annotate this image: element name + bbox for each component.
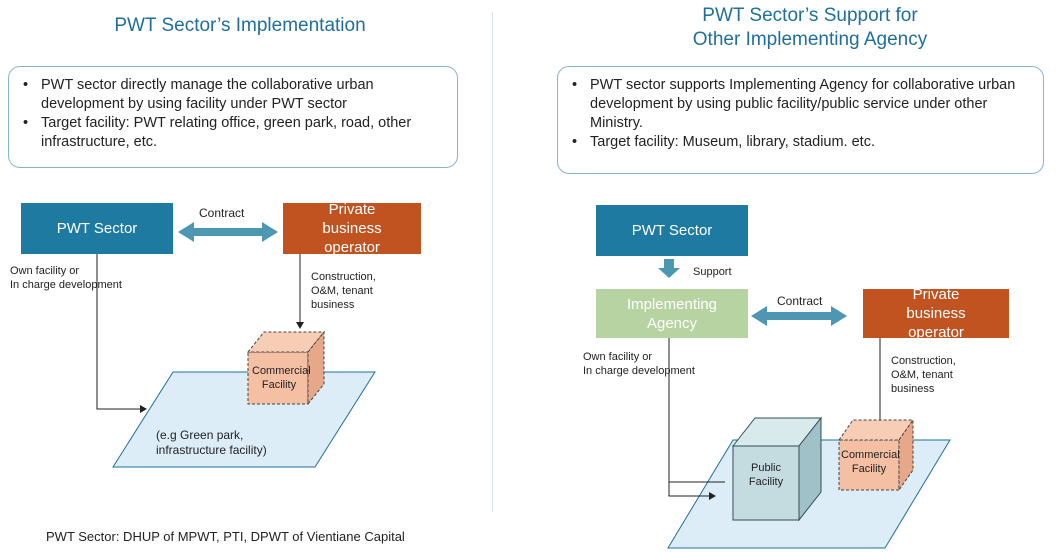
- right-public-label: Public Facility: [748, 462, 784, 488]
- left-construction-label: Construction, O&M, tenant business: [311, 271, 376, 311]
- right-own-facility-line: [668, 338, 709, 497]
- right-pwt-sector-box: PWT Sector: [596, 205, 748, 256]
- column-divider: [492, 12, 493, 512]
- right-construction-label: Construction, O&M, tenant business: [891, 355, 956, 395]
- right-own-facility-label: Own facility or In charge development: [583, 351, 695, 377]
- right-private-operator-box: Private business operator: [863, 286, 1009, 341]
- left-contract-label: Contract: [199, 206, 245, 220]
- right-support-label: Support: [693, 266, 732, 278]
- left-private-operator-box: Private business operator: [283, 201, 421, 256]
- right-own-facility-arrowhead: [709, 492, 716, 500]
- right-diagram-graphics: [658, 259, 951, 549]
- right-public-cube: [731, 416, 823, 522]
- left-own-facility-label: Own facility or In charge development: [10, 265, 122, 291]
- right-bullet-box: PWT sector supports Implementing Agency …: [557, 66, 1044, 174]
- left-footer-note: PWT Sector: DHUP of MPWT, PTI, DPWT of V…: [46, 529, 405, 544]
- left-own-facility-line: [96, 254, 140, 410]
- right-commercial-label: Commercial Facility: [841, 449, 900, 475]
- right-implementing-agency-box: Implementing Agency: [596, 289, 748, 338]
- right-bullet-1: PWT sector supports Implementing Agency …: [572, 76, 1031, 133]
- right-contract-label: Contract: [777, 294, 823, 308]
- right-bullet-2: Target facility: Museum, library, stadiu…: [572, 133, 1031, 152]
- left-bullet-2: Target facility: PWT relating office, gr…: [23, 114, 445, 152]
- right-commercial-cube: [838, 418, 914, 492]
- left-ground-label: (e.g Green park, infrastructure facility…: [156, 428, 267, 457]
- left-diagram-graphics: [96, 222, 376, 468]
- left-contract-arrow: [178, 222, 278, 242]
- left-bullet-box: PWT sector directly manage the collabora…: [8, 66, 458, 168]
- left-pwt-sector-box: PWT Sector: [21, 203, 173, 254]
- left-commercial-cube: [246, 330, 326, 406]
- left-commercial-label: Commercial Facility: [252, 365, 311, 391]
- right-support-arrow: [658, 259, 680, 278]
- left-bullet-1: PWT sector directly manage the collabora…: [23, 76, 445, 114]
- left-title: PWT Sector’s Implementation: [114, 15, 366, 36]
- right-title-line-1: PWT Sector’s Support for: [702, 5, 918, 26]
- right-title-line-2: Other Implementing Agency: [692, 29, 928, 50]
- right-contract-arrow: [751, 306, 847, 326]
- left-construction-arrowhead: [296, 322, 304, 329]
- left-own-facility-arrowhead: [140, 405, 147, 413]
- right-title: PWT Sector’s Support for Other Implement…: [600, 4, 1020, 52]
